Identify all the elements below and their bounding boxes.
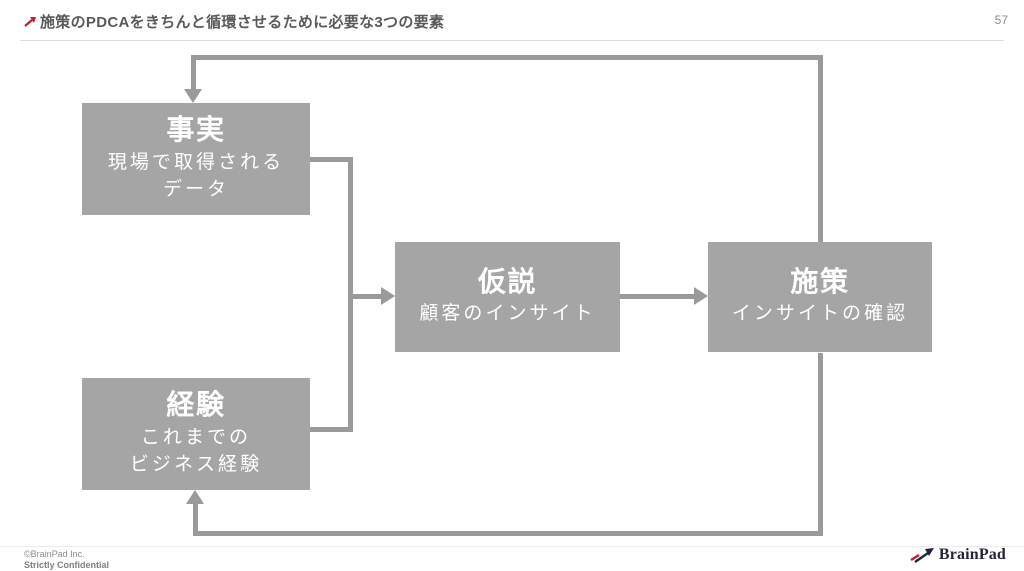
box-experience-title: 経験 [166,389,226,421]
title-arrow-icon [24,17,36,27]
arrowhead-into-measure [694,287,708,305]
connector-top-loop-left-vertical [191,55,196,90]
arrowhead-into-hypothesis [381,287,395,305]
footer-divider [0,546,1024,547]
slide-title: 施策のPDCAをきちんと循環させるために必要な3つの要素 [40,14,445,31]
header-divider [20,40,1004,41]
connector-fact-to-merge [310,157,350,162]
box-measure-line: インサイトの確認 [731,303,909,325]
copyright-text: ©BrainPad Inc. [24,549,85,559]
page-number: 57 [994,13,1008,27]
box-measure-title: 施策 [790,266,850,298]
box-hypothesis-line: 顧客のインサイト [419,303,596,325]
connector-bottom-loop-right-vertical [818,353,823,536]
box-experience-line: ビジネス経験 [129,454,263,476]
box-fact-title: 事実 [166,114,226,146]
connector-merge-to-hypothesis [348,294,381,299]
confidential-text: Strictly Confidential [24,560,110,571]
box-measure: 施策 インサイトの確認 [708,242,932,352]
box-hypothesis: 仮説 顧客のインサイト [395,242,620,352]
box-fact-line: 現場で取得される [107,151,285,173]
connector-top-loop-horizontal [191,55,823,60]
connector-hypothesis-to-measure [620,294,694,299]
connector-bottom-loop-left-vertical [193,504,198,536]
connector-bottom-loop-horizontal [193,531,823,536]
box-experience: 経験 これまでの ビジネス経験 [82,378,310,490]
box-experience-line: これまでの [140,426,252,448]
connector-top-loop-right-vertical [818,55,823,242]
connector-experience-to-merge [310,427,350,432]
logo-text: BrainPad [938,546,1006,563]
arrowhead-into-experience [186,490,204,504]
box-fact-line: データ [162,179,230,201]
footer-text: ©BrainPad Inc. Strictly Confidential [24,549,109,571]
box-hypothesis-title: 仮説 [477,266,538,298]
box-fact: 事実 現場で取得される データ [82,103,310,215]
brainpad-logo: BrainPad [910,546,1006,564]
logo-arrow-icon [910,547,934,563]
arrowhead-into-fact [184,89,202,103]
